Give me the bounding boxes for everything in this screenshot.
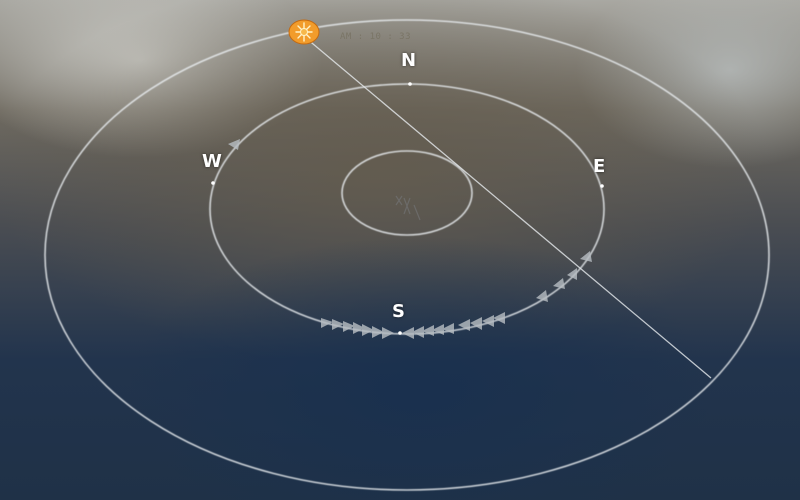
inner-ring [341, 150, 473, 236]
center-marker-icon [395, 195, 421, 221]
east-label: E [593, 156, 606, 177]
sun-time-label: AM : 10 : 33 [340, 32, 412, 42]
south-tick [398, 331, 402, 335]
south-label: S [392, 301, 405, 322]
shadow-track-arrows [228, 139, 592, 339]
north-tick [408, 82, 412, 86]
east-tick [600, 184, 604, 188]
west-label: W [202, 151, 222, 172]
west-tick [211, 181, 215, 185]
north-label: N [401, 50, 417, 71]
sun-icon[interactable] [288, 19, 320, 45]
outer-ring [44, 19, 770, 491]
sun-path-line [299, 32, 712, 379]
